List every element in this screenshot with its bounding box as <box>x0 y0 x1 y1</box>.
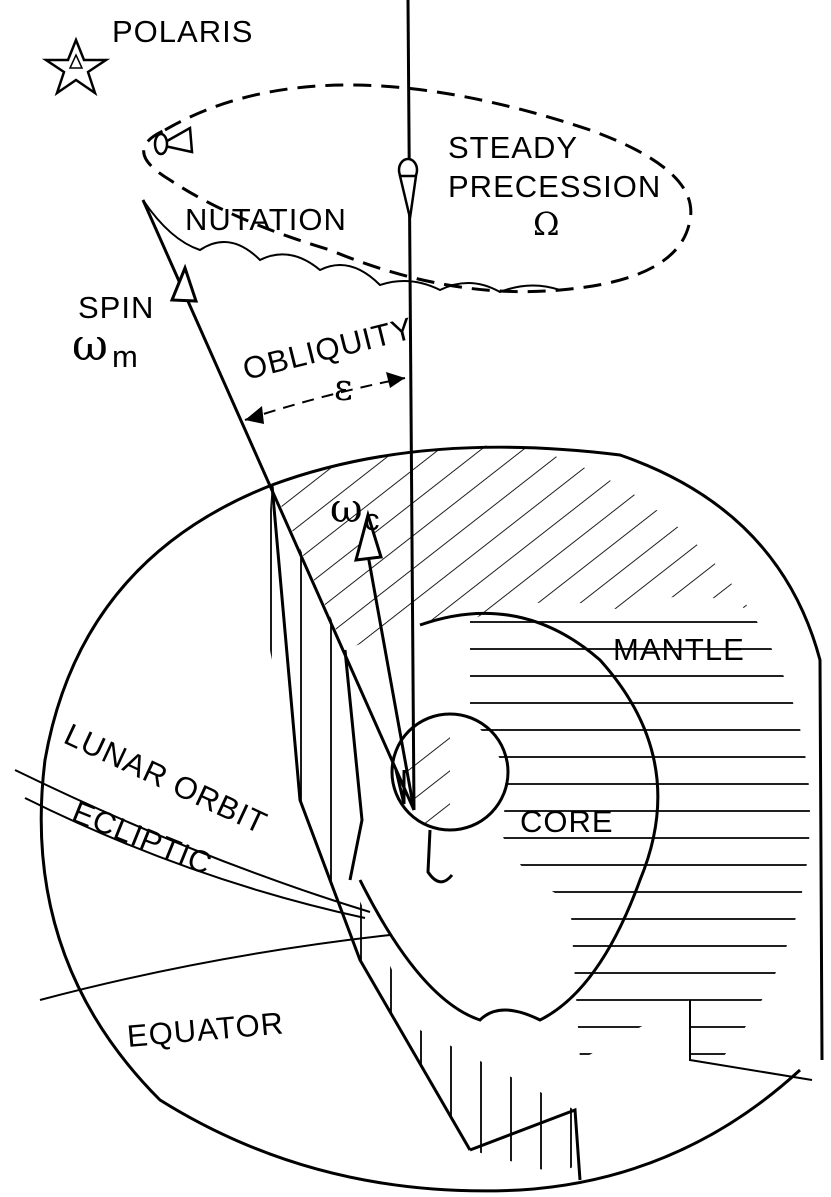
precession-axis <box>408 0 414 810</box>
omega-c-symbol: ω <box>330 486 363 532</box>
equator-label: EQUATOR <box>126 1005 286 1054</box>
precession-marker <box>399 159 417 218</box>
polaris-label: POLARIS <box>112 14 253 49</box>
steady-label: STEADY <box>448 130 578 165</box>
omega-m-symbol: ω <box>72 320 108 371</box>
polaris-star-icon <box>46 40 106 93</box>
nutation-label: NUTATION <box>185 202 347 237</box>
equator-line <box>40 935 390 1000</box>
core-label: CORE <box>520 804 614 839</box>
omega-m-subscript: m <box>112 339 139 374</box>
omega-cap-label: Ω <box>533 205 560 243</box>
precession-label: PRECESSION <box>448 169 661 204</box>
omega-c-subscript: c <box>364 502 381 537</box>
mantle-label: MANTLE <box>613 632 745 667</box>
obliquity-arc <box>245 378 405 420</box>
epsilon-symbol: ε <box>334 368 353 409</box>
